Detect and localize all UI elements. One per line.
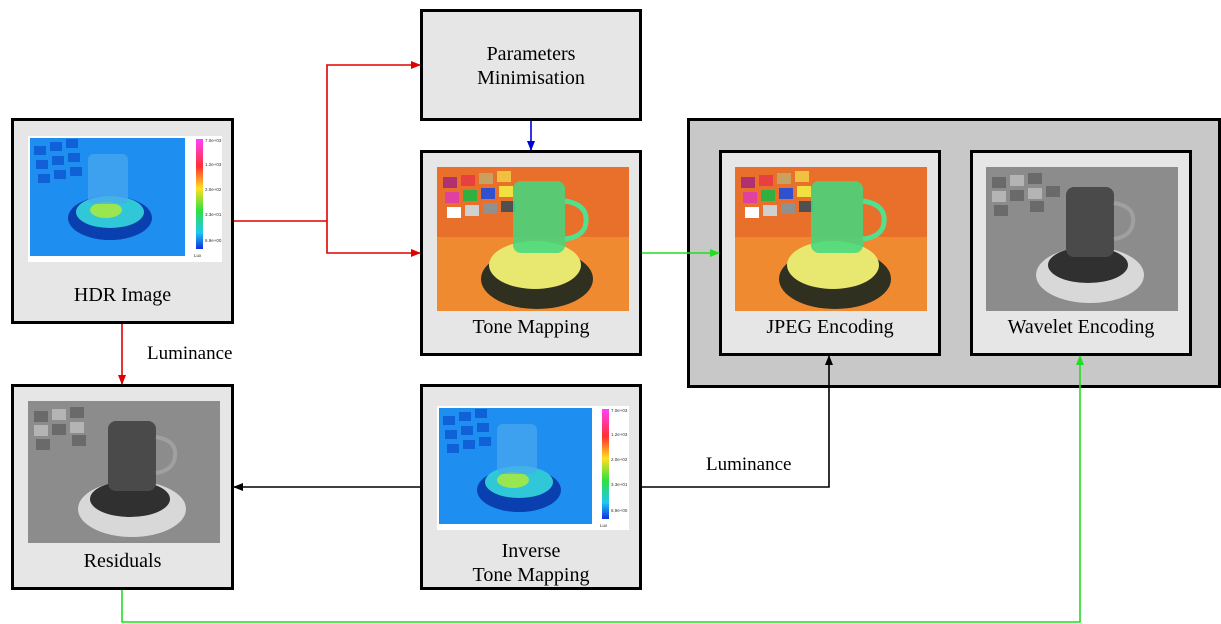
residuals-label: Residuals [83, 550, 162, 572]
colorbar-unit: Lux [194, 253, 202, 258]
colorbar-unit: Lux [600, 523, 608, 528]
edge-residuals-to-wavelet [121, 355, 1084, 623]
wavelet-encoding-label: Wavelet Encoding [1007, 316, 1155, 338]
wavelet-encoding-node: Wavelet Encoding [970, 150, 1192, 356]
inverse-tone-mapping-label: Inverse Tone Mapping [472, 540, 590, 586]
tone-mapping-node: Tone Mapping [420, 150, 642, 356]
jpeg-encoding-label: JPEG Encoding [766, 316, 894, 338]
colorbar-tick: 2.0e+02 [611, 457, 628, 462]
colorbar-tick: 1.2e+03 [611, 432, 628, 437]
edge-to-tone-mapping [326, 221, 421, 257]
colorbar-tick: 3.3e+01 [611, 482, 628, 487]
colorbar-tick: 7.0e+03 [611, 408, 628, 413]
hdr-image-label: HDR Image [73, 284, 172, 306]
colorbar-tick: 7.0e+03 [205, 138, 222, 143]
colorbar-tick: 1.2e+03 [205, 162, 222, 167]
edge-to-parameters [326, 61, 421, 221]
colorbar-tick: 6.9e+00 [205, 238, 222, 243]
colorbar-tick: 2.0e+02 [205, 187, 222, 192]
luminance-label-right: Luminance [706, 454, 792, 475]
hdr-image-thumbnail: 7.0e+03 1.2e+03 2.0e+02 3.3e+01 6.9e+00 … [28, 136, 222, 262]
edge-inverse-to-jpeg [642, 355, 833, 488]
jpeg-encoding-thumbnail [735, 167, 927, 311]
parameters-minimisation-node: Parameters Minimisation [420, 9, 642, 121]
hdr-image-node: 7.0e+03 1.2e+03 2.0e+02 3.3e+01 6.9e+00 … [11, 118, 234, 324]
tone-mapping-thumbnail [437, 167, 629, 311]
inverse-tone-mapping-thumbnail: 7.0e+03 1.2e+03 2.0e+02 3.3e+01 6.9e+00 … [437, 406, 629, 530]
jpeg-encoding-node: JPEG Encoding [719, 150, 941, 356]
parameters-minimisation-label: Parameters Minimisation [477, 43, 585, 89]
luminance-label-left: Luminance [147, 343, 233, 364]
tone-mapping-label: Tone Mapping [472, 316, 590, 338]
residuals-node: Residuals [11, 384, 234, 590]
residuals-thumbnail [28, 401, 220, 543]
inverse-tone-mapping-node: 7.0e+03 1.2e+03 2.0e+02 3.3e+01 6.9e+00 … [420, 384, 642, 590]
colorbar-tick: 6.9e+00 [611, 508, 628, 513]
colorbar-tick: 3.3e+01 [205, 212, 222, 217]
wavelet-encoding-thumbnail [986, 167, 1178, 311]
